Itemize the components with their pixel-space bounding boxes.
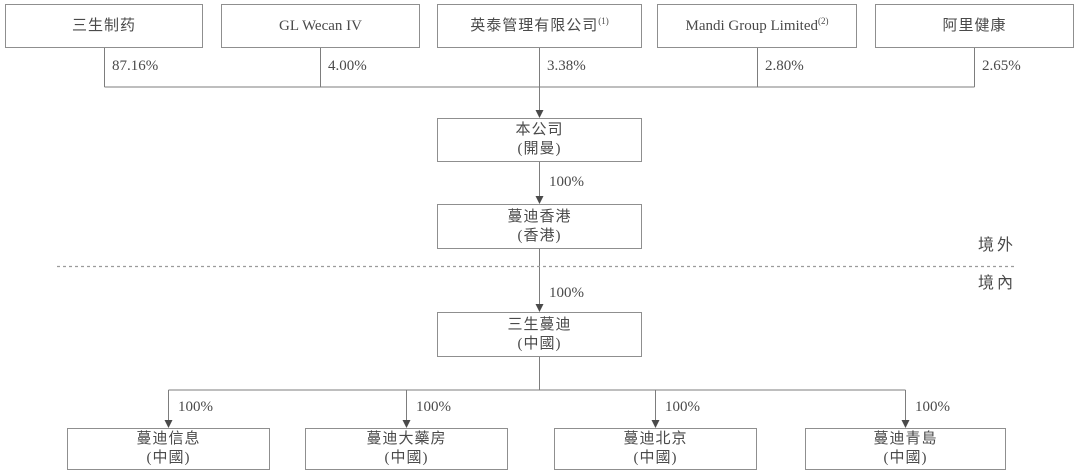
stake-label-mandi-beijing: 100% (665, 399, 700, 415)
node-label: 本公司 (515, 122, 564, 138)
stake-label-mandi-qingdao: 100% (915, 399, 950, 415)
stake-label-mandi-group-limited: 2.80% (765, 58, 804, 74)
arrowhead-to-prc-holdco (535, 304, 544, 312)
node-shareholder-mandi-group-limited: Mandi Group Limited(2) (657, 4, 857, 48)
stake-label-mandi-info: 100% (178, 399, 213, 415)
stake-label-hk-to-prc: 100% (549, 285, 584, 301)
stake-label-sansheng-pharma: 87.16% (112, 58, 159, 74)
node-sansheng-mandi-prc: 三生蔓迪 (中國) (437, 312, 642, 357)
footnote-marker: (1) (598, 15, 609, 26)
arrowhead-to-hk (535, 196, 544, 204)
stake-label-yingtai-management: 3.38% (547, 58, 586, 74)
footnote-marker: (2) (817, 15, 829, 26)
node-company-cayman: 本公司 (開曼) (437, 118, 642, 162)
node-label: 三生制药 (71, 17, 136, 34)
node-jurisdiction: (中國) (384, 450, 429, 466)
arrowhead-to-sub-4 (901, 420, 910, 428)
node-label: GL Wecan IV (279, 17, 362, 34)
stake-label-mandi-pharmacy: 100% (416, 399, 451, 415)
node-label: 三生蔓迪 (507, 316, 572, 333)
stake-label-ali-health: 2.65% (982, 58, 1021, 74)
arrowhead-to-sub-2 (402, 420, 411, 428)
node-label: Mandi Group Limited(2) (685, 15, 829, 34)
node-label: 阿里健康 (942, 17, 1007, 34)
node-mandi-pharmacy: 蔓迪大藥房 (中國) (305, 428, 508, 470)
node-label: 蔓迪北京 (623, 431, 688, 447)
node-mandi-beijing: 蔓迪北京 (中國) (554, 428, 757, 470)
arrowheads (164, 110, 910, 428)
arrowhead-to-sub-1 (164, 420, 173, 428)
node-mandi-hongkong: 蔓迪香港 (香港) (437, 204, 642, 249)
node-label: 蔓迪大藥房 (366, 431, 447, 447)
region-label-offshore: 境外 (978, 237, 1017, 254)
node-label: 蔓迪青島 (873, 431, 938, 447)
region-label-onshore: 境內 (978, 275, 1017, 292)
node-shareholder-sansheng-pharma: 三生制药 (5, 4, 203, 48)
node-label: 英泰管理有限公司(1) (470, 15, 609, 34)
node-shareholder-yingtai-management: 英泰管理有限公司(1) (437, 4, 642, 48)
node-jurisdiction: (香港) (517, 227, 562, 244)
solid-connectors (104, 48, 975, 421)
stake-label-company-to-hk: 100% (549, 174, 584, 190)
arrowhead-to-sub-3 (651, 420, 660, 428)
stake-label-gl-wecan-iv: 4.00% (328, 58, 367, 74)
arrowhead-to-company (535, 110, 544, 118)
node-mandi-qingdao: 蔓迪青島 (中國) (805, 428, 1006, 470)
node-jurisdiction: (中國) (146, 450, 191, 466)
node-jurisdiction: (開曼) (517, 141, 562, 157)
node-label: 蔓迪香港 (507, 208, 572, 225)
node-jurisdiction: (中國) (633, 450, 678, 466)
node-label: 蔓迪信息 (136, 431, 201, 447)
node-jurisdiction: (中國) (517, 335, 562, 352)
node-mandi-info: 蔓迪信息 (中國) (67, 428, 270, 470)
node-shareholder-ali-health: 阿里健康 (875, 4, 1074, 48)
node-shareholder-gl-wecan-iv: GL Wecan IV (221, 4, 420, 48)
node-jurisdiction: (中國) (883, 450, 928, 466)
